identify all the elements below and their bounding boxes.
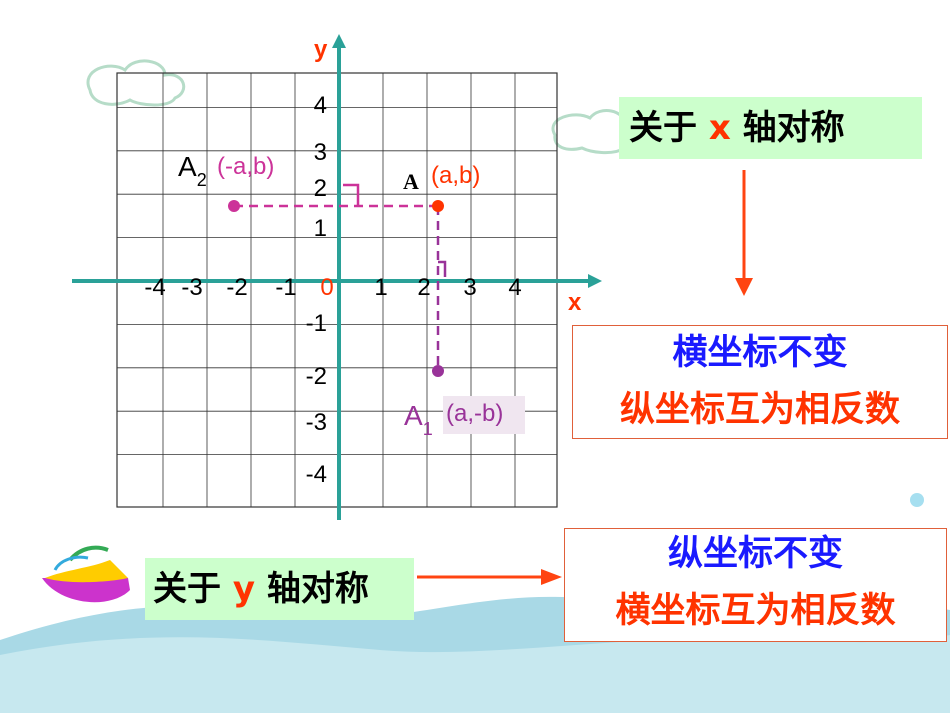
right-angle-mark	[438, 260, 447, 277]
x-symmetry-rule-box: 横坐标不变 纵坐标互为相反数	[572, 325, 948, 439]
origin-label: 0	[320, 274, 333, 301]
point-a-coord: (a,b)	[431, 162, 480, 189]
y-symmetry-post: 轴对称	[255, 569, 369, 609]
arrow-down-head	[735, 278, 753, 296]
y-tick-label: -2	[306, 363, 327, 390]
y-tick-label: 1	[314, 215, 327, 242]
y-tick-label: 2	[314, 175, 327, 202]
x-symmetry-label: 关于 x 轴对称	[619, 97, 922, 159]
x-axis-arrowhead	[588, 274, 602, 288]
x-tick-label: 1	[374, 274, 387, 301]
x-tick-label: 4	[508, 274, 521, 301]
x-rule-line2: 纵坐标互为相反数	[619, 390, 900, 430]
projection-lines	[234, 183, 447, 371]
sea-wave-light	[0, 635, 950, 713]
x-axis-label: x	[568, 289, 582, 316]
y-symmetry-rule-box: 纵坐标不变 横坐标互为相反数	[564, 528, 947, 642]
y-axis-label: y	[314, 36, 328, 63]
axes: xy	[72, 34, 602, 520]
x-tick-label: 3	[463, 274, 476, 301]
x-symmetry-post: 轴对称	[730, 108, 845, 148]
point-a	[432, 200, 444, 212]
y-tick-label: 3	[314, 139, 327, 166]
x-tick-label: -1	[275, 274, 296, 301]
arrow-right-head	[541, 569, 562, 585]
point-a1-letter: A	[404, 400, 423, 431]
right-angle-mark	[343, 183, 360, 206]
point-a2	[228, 200, 240, 212]
x-tick-label: -2	[226, 274, 247, 301]
point-a2-subscript: 2	[197, 170, 207, 190]
y-symmetry-axis: y	[232, 569, 256, 609]
points: A(a,b)A1(a,-b)A2(-a,b)	[178, 151, 525, 439]
y-tick-label: -3	[306, 409, 327, 436]
y-symmetry-label: 关于 y 轴对称	[145, 558, 414, 620]
point-a2-name: A2	[178, 151, 207, 190]
y-tick-label: -1	[306, 310, 327, 337]
y-axis-arrowhead	[332, 34, 346, 48]
arrows	[417, 170, 753, 585]
x-tick-label: -4	[144, 274, 165, 301]
boat-logo-icon	[42, 545, 130, 603]
point-a1-subscript: 1	[423, 419, 433, 439]
point-a1-name: A1	[404, 400, 433, 439]
y-symmetry-pre: 关于	[153, 569, 233, 609]
point-a1	[432, 365, 444, 377]
x-rule-line1: 横坐标不变	[672, 333, 848, 373]
x-tick-label: 2	[417, 274, 430, 301]
tick-labels: -4 -3 -2 -1 1 2 3 4 0 4 3 2 1 -1 -2 -3 -4	[144, 92, 521, 488]
point-a2-coord: (-a,b)	[217, 153, 274, 180]
cloud-icon	[86, 59, 186, 107]
y-rule-line1: 纵坐标不变	[667, 534, 843, 574]
y-rule-line2: 横坐标互为相反数	[615, 591, 896, 631]
bubble-icon	[910, 493, 924, 507]
point-a1-coord-bg	[443, 396, 525, 434]
x-symmetry-pre: 关于	[629, 108, 709, 148]
y-tick-label: 4	[314, 92, 327, 119]
point-a-name: A	[403, 169, 419, 194]
x-symmetry-axis: x	[708, 108, 731, 148]
x-tick-label: -3	[181, 274, 202, 301]
point-a2-letter: A	[178, 151, 197, 182]
y-tick-label: -4	[306, 461, 327, 488]
point-a1-coord: (a,-b)	[446, 400, 503, 427]
